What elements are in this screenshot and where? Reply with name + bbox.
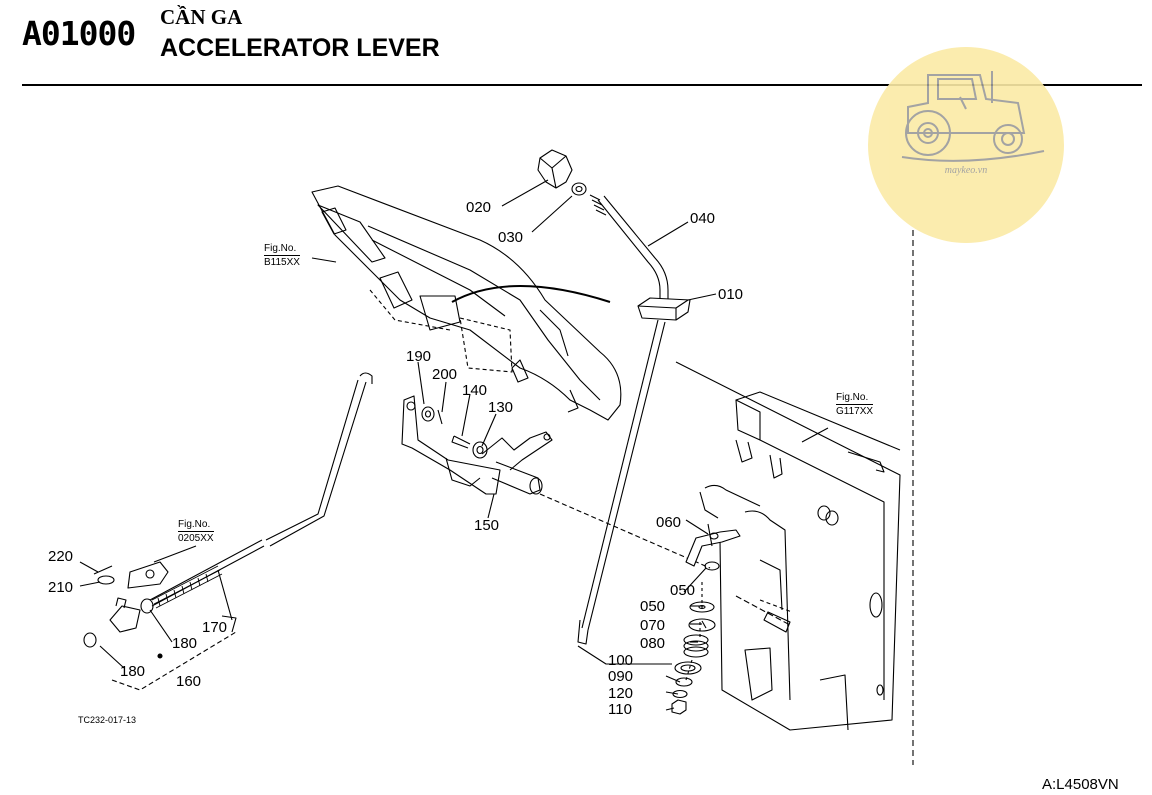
washer-190 [421, 406, 435, 422]
part-label-190: 190 [406, 348, 432, 365]
drawing-reference-code: TC232-017-13 [78, 715, 137, 725]
pin-220 [93, 565, 113, 575]
washer-050a [704, 561, 720, 571]
part-label-130: 130 [488, 399, 514, 416]
accelerator-rod-040 [577, 194, 669, 645]
part-label-100: 100 [608, 652, 634, 669]
section-code: A01000 [22, 14, 136, 53]
nut-180a [140, 598, 154, 614]
washer-100 [674, 661, 702, 675]
part-label-140: 140 [462, 382, 488, 399]
part-label-170: 170 [202, 619, 228, 636]
bracket-060 [685, 523, 741, 567]
figure-ref-0205: Fig.No. 0205XX [178, 519, 214, 544]
part-label-120: 120 [608, 685, 634, 702]
watermark-text: maykeo.vn [944, 165, 988, 176]
tractor-icon [901, 71, 1045, 162]
part-label-180a: 180 [172, 635, 198, 652]
part-label-030: 030 [498, 229, 524, 246]
washer-070 [688, 618, 716, 632]
nut-030 [571, 182, 587, 196]
header-divider [22, 84, 1142, 86]
mounting-frame-outline [675, 361, 901, 731]
part-label-060: 060 [656, 514, 682, 531]
part-label-010: 010 [718, 286, 744, 303]
part-label-210: 210 [48, 579, 74, 596]
accelerator-knob-020 [537, 149, 573, 189]
figure-ref-b115: Fig.No. B115XX [264, 243, 300, 268]
part-label-090: 090 [608, 668, 634, 685]
part-label-200: 200 [432, 366, 458, 383]
washer-210 [97, 575, 115, 585]
guide-plate-010 [637, 297, 691, 321]
part-label-080: 080 [640, 635, 666, 652]
spring-080 [683, 634, 709, 658]
washer-050b [689, 601, 715, 613]
part-label-050a: 050 [670, 582, 696, 599]
bracket-150 [401, 395, 553, 495]
part-label-150: 150 [474, 517, 500, 534]
pin-200 [437, 409, 443, 425]
watermark-logo: maykeo.vn [868, 47, 1064, 243]
nut-180b [83, 632, 97, 648]
washer-090 [675, 677, 693, 687]
part-label-180b: 180 [120, 663, 146, 680]
link-rod [149, 372, 373, 607]
pin-140 [451, 435, 471, 449]
threaded-rod-end [151, 565, 223, 609]
part-label-050b: 050 [640, 598, 666, 615]
nut-110 [671, 699, 687, 715]
part-label-220: 220 [48, 548, 74, 565]
part-label-020: 020 [466, 199, 492, 216]
title-vietnamese: CẦN GA [160, 5, 243, 29]
figure-ref-g117: Fig.No. G117XX [836, 392, 874, 417]
washer-120 [672, 689, 688, 699]
title-english: ACCELERATOR LEVER [160, 34, 440, 62]
part-label-040: 040 [690, 210, 716, 227]
joint-160 [109, 597, 141, 633]
page-identifier: A:L4508VN [1042, 776, 1119, 793]
washer-130 [472, 441, 488, 459]
dashboard-panel-outline [311, 185, 622, 421]
part-label-160: 160 [176, 673, 202, 690]
part-label-110: 110 [608, 701, 632, 718]
part-label-070: 070 [640, 617, 666, 634]
lever-end-0205XX [127, 561, 169, 589]
